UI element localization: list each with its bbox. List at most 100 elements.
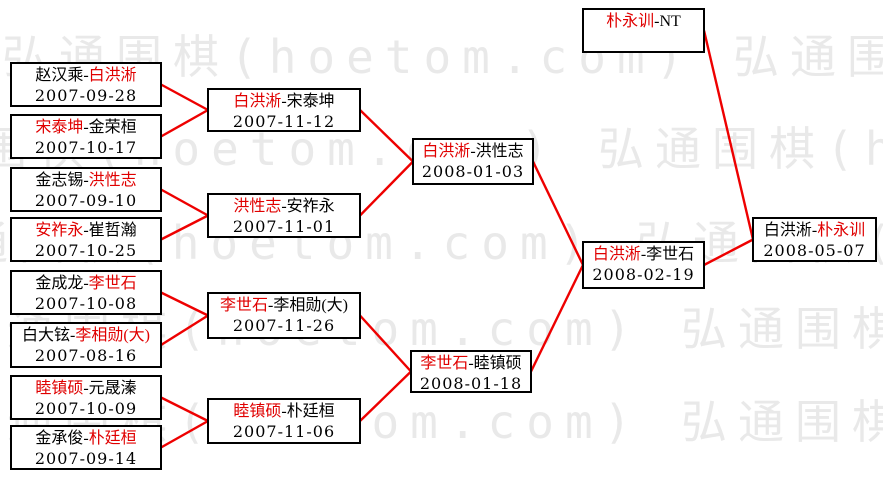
player-name: 洪性志 [88, 172, 137, 189]
match-date: 2008-01-03 [421, 162, 525, 181]
connector-line-r1m6-r2m3 [160, 314, 209, 347]
match-date: 2007-10-08 [34, 294, 138, 313]
match-players: 睦镇硕-元晟溱 [12, 379, 160, 399]
name-separator: - [281, 198, 287, 215]
connector-line-r2m4-sf2 [359, 370, 412, 422]
player-name: 安祚永 [286, 198, 335, 215]
player-name: 金荣桓 [88, 119, 137, 136]
connector-line-r2m3-sf2 [359, 314, 412, 373]
player-name: 朴永训 [606, 13, 655, 30]
match-date: 2008-05-07 [763, 241, 866, 260]
player-name: NT [659, 13, 681, 30]
match-players: 赵汉乘-白洪淅 [12, 66, 160, 86]
player-name: 朴永训 [817, 222, 866, 239]
connector-line-r2m1-sf1 [359, 109, 414, 163]
match-date: 2007-10-25 [34, 241, 138, 260]
name-separator: - [470, 143, 476, 160]
name-separator: - [468, 355, 474, 372]
connector-line-bye-ch [702, 30, 755, 240]
player-name: 睦镇硕 [473, 355, 522, 372]
match-players: 安祚永-崔哲瀚 [12, 221, 160, 241]
match-players: 白大铉-李相勋(大) [12, 326, 160, 346]
match-date: 2007-10-17 [34, 138, 138, 157]
player-name: 安祚永 [35, 222, 84, 239]
match-date: 2007-11-01 [232, 217, 336, 236]
match-players: 白洪淅-朴永训 [754, 221, 875, 241]
connector-line-r1m2-r2m1 [160, 108, 209, 138]
match-players: 金志锡-洪性志 [12, 171, 160, 191]
name-separator: - [811, 222, 818, 239]
match-players: 朴永训-NT [584, 12, 703, 32]
name-separator: - [83, 119, 89, 136]
match-players: 李世石-李相勋(大) [209, 296, 359, 316]
connector-line-r1m3-r2m2 [160, 188, 209, 217]
player-name: 赵汉乘 [35, 67, 84, 84]
connector-line-r1m7-r2m4 [160, 396, 209, 423]
connector-line-sf2-f1 [529, 264, 585, 373]
connector-line-r1m5-r2m3 [160, 291, 209, 317]
name-separator: - [83, 430, 89, 447]
name-separator: - [83, 275, 89, 292]
name-separator: - [640, 246, 647, 263]
match-players: 宋泰坤-金荣桓 [12, 118, 160, 138]
player-name: 白洪淅 [592, 246, 641, 263]
match-players: 白洪淅-洪性志 [414, 142, 532, 162]
player-name: 元晟溱 [88, 380, 137, 397]
connector-line-r2m2-sf1 [359, 160, 414, 217]
player-name: 朴廷桓 [286, 403, 335, 420]
name-separator: - [83, 222, 89, 239]
name-separator: - [281, 93, 287, 110]
match-players: 睦镇硕-朴廷桓 [209, 402, 359, 422]
match-players: 李世石-睦镇硕 [412, 354, 530, 374]
player-name: 宋泰坤 [286, 93, 335, 110]
player-name: 朴廷桓 [88, 430, 137, 447]
match-date: 2007-08-16 [34, 346, 138, 365]
match-date: 2007-11-06 [232, 422, 336, 441]
match-date: 2007-09-10 [34, 191, 138, 210]
player-name: 宋泰坤 [35, 119, 84, 136]
player-name: 崔哲瀚 [88, 222, 137, 239]
connector-line-sf1-f1 [531, 160, 585, 266]
player-name: 睦镇硕 [233, 403, 282, 420]
match-players: 金承俊-朴廷桓 [12, 429, 160, 449]
name-separator: - [268, 297, 274, 314]
name-separator: - [83, 172, 89, 189]
match-players: 白洪淅-宋泰坤 [209, 92, 359, 112]
name-separator: - [281, 403, 287, 420]
player-name: 白洪淅 [88, 67, 137, 84]
player-name: 金承俊 [35, 430, 84, 447]
connector-line-r1m1-r2m1 [160, 83, 209, 112]
player-name: 李世石 [646, 246, 695, 263]
name-separator: - [83, 380, 89, 397]
match-date: 2007-09-14 [34, 449, 138, 468]
match-date: 2008-01-18 [419, 374, 523, 393]
player-name: 李世石 [420, 355, 469, 372]
match-date: 2007-11-26 [232, 316, 336, 335]
connector-line-r1m8-r2m4 [160, 419, 209, 449]
player-name: 白大铉 [21, 327, 70, 344]
player-name: 白洪淅 [763, 222, 812, 239]
match-players: 洪性志-安祚永 [209, 197, 359, 217]
match-date: 2007-10-09 [34, 399, 138, 418]
player-name: 洪性志 [475, 143, 524, 160]
player-name: 金志锡 [35, 172, 84, 189]
player-name: 李相勋(大) [75, 327, 150, 344]
name-separator: - [83, 67, 89, 84]
player-name: 白洪淅 [422, 143, 471, 160]
match-players: 白洪淅-李世石 [584, 245, 703, 265]
match-date: 2007-11-12 [232, 112, 336, 131]
name-separator: - [654, 13, 660, 30]
